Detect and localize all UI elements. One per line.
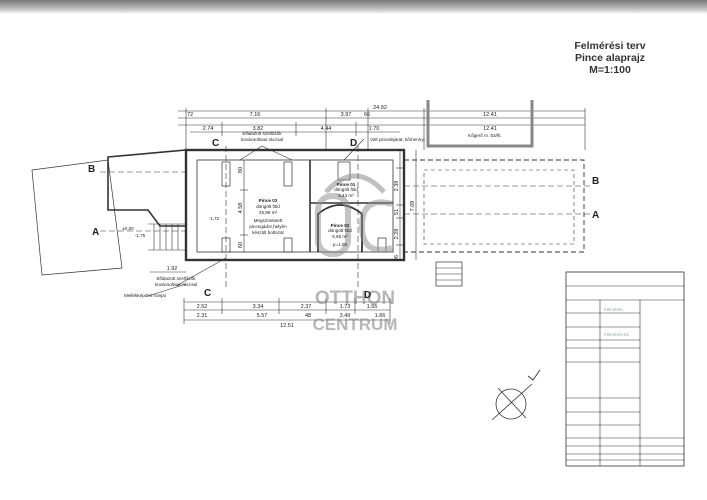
section-marker-d-bottom: D: [364, 290, 371, 301]
dim-bottom-h: 48: [305, 313, 311, 319]
room-pince03-area: 25,98 m²: [259, 210, 278, 215]
dim-row2-a: 2.74: [203, 126, 214, 132]
dim-bottom-b: 3.34: [253, 304, 264, 310]
dim-row2-right: 12.41: [483, 126, 497, 132]
title-line-scale: M=1:100: [589, 64, 631, 76]
section-marker-a-left: A: [92, 227, 99, 238]
drawing-title-block: Felmérési terv Pince alaprajz M=1:100: [540, 40, 680, 76]
dim-bottom-g: 5.57: [257, 313, 268, 319]
dim-top-left: 7.16: [250, 112, 261, 118]
note-grille-bottom-1: Elfalazott szellőzők: [156, 276, 196, 281]
section-marker-d-top: D: [350, 138, 357, 149]
dim-bottom-a: 2.52: [197, 304, 208, 310]
room-pince03-name: Pince 03: [259, 198, 278, 203]
dim-top-66: 66: [364, 112, 370, 118]
section-marker-c-bottom: C: [204, 288, 211, 299]
level-175: -1,75: [135, 233, 146, 238]
section-marker-a-right: A: [592, 210, 599, 221]
dim-top-mid: 3.97: [341, 112, 352, 118]
title-line-survey: Felmérési terv: [574, 40, 646, 52]
note-grille-top-2: kovácsoltvas ráccsal: [241, 137, 283, 142]
dim-bottom-i: 3.49: [340, 313, 351, 319]
dim-v-458: 4.58: [238, 203, 244, 214]
dim-v-239: 2.39: [394, 181, 400, 192]
dim-v-96: 96: [394, 255, 400, 261]
note-grille-bottom-2: kovácsoltvas ráccsal: [155, 282, 197, 287]
room-pince03-floor: döngölt föld: [256, 204, 280, 209]
title-line-plan: Pince alaprajz: [574, 52, 646, 64]
level-000: ±0,00: [122, 226, 134, 231]
dim-bottom-d: 1.73: [340, 304, 351, 310]
north-arrow: [495, 388, 527, 420]
title-box-row1: Felmérés: [604, 307, 624, 312]
room-pince01-name: Pince 01: [337, 182, 356, 187]
watermark-logo: OTTHON CENTRUM: [313, 173, 398, 334]
scan-top-band: [0, 0, 707, 14]
note-grille-top-1: Elfalazott szellőzők: [242, 131, 282, 136]
dim-row2-d: 1.70: [369, 126, 380, 132]
note-removed-2: pincegádor,helyén: [249, 224, 287, 229]
dim-top-72: 72: [187, 112, 193, 118]
watermark-line1: OTTHON: [315, 288, 395, 309]
cellar-inner-wall: [196, 159, 394, 253]
dim-v-709: 7.09: [410, 201, 416, 212]
upper-building-footprint: [403, 159, 585, 253]
dim-bottom-e: 1.65: [367, 304, 378, 310]
dim-v-80: 80: [238, 167, 244, 173]
dim-top-right: 12.41: [483, 112, 497, 118]
room-pince01-floor: döngölt föld: [334, 187, 358, 192]
dim-total: 24.92: [373, 105, 387, 111]
left-annex-ruin: [31, 159, 123, 276]
watermark-line2: CENTRUM: [313, 315, 398, 334]
section-marker-b-left: B: [88, 164, 95, 175]
room-pince02-floor: döngölt föld: [328, 228, 352, 233]
level-p150: p=1,50: [333, 242, 348, 247]
dim-v-51: 51: [394, 209, 400, 215]
room-pince02-area: 6,65 m²: [332, 234, 348, 239]
dim-bottom-f: 2.31: [197, 313, 208, 319]
dim-row2-b: 3.82: [253, 126, 264, 132]
title-block-table: [565, 271, 685, 467]
room-pince01-area: 5,43 m²: [338, 193, 354, 198]
note-former-entrance: Volt pincelejárat, kőmennyi: [370, 137, 425, 142]
dim-bottom-j: 1.66: [375, 313, 386, 319]
dim-v-228: 2.28: [394, 229, 400, 240]
section-marker-b-right: B: [592, 176, 599, 187]
note-removed-1: Megszüntetett: [254, 218, 284, 223]
note-removed-3: készült boltozat: [252, 230, 284, 235]
room-pince02-name: Pince 02: [331, 223, 350, 228]
section-marker-c-top: C: [212, 138, 219, 149]
dim-v-60: 60: [238, 242, 244, 248]
dim-bottom-c: 2.37: [301, 304, 312, 310]
level-m172: -1,72: [209, 216, 220, 221]
note-right: Kőgerő m. 53/lh.: [468, 133, 502, 138]
dim-bottom-total: 12.51: [280, 323, 294, 329]
dim-left-92: 1.92: [167, 266, 178, 272]
title-box-row2: Felmérés 01: [604, 332, 630, 337]
dim-row2-c: 4.44: [321, 126, 332, 132]
left-annex-wall: [107, 149, 187, 227]
note-ramp: Mellékképület romjai: [124, 293, 166, 298]
